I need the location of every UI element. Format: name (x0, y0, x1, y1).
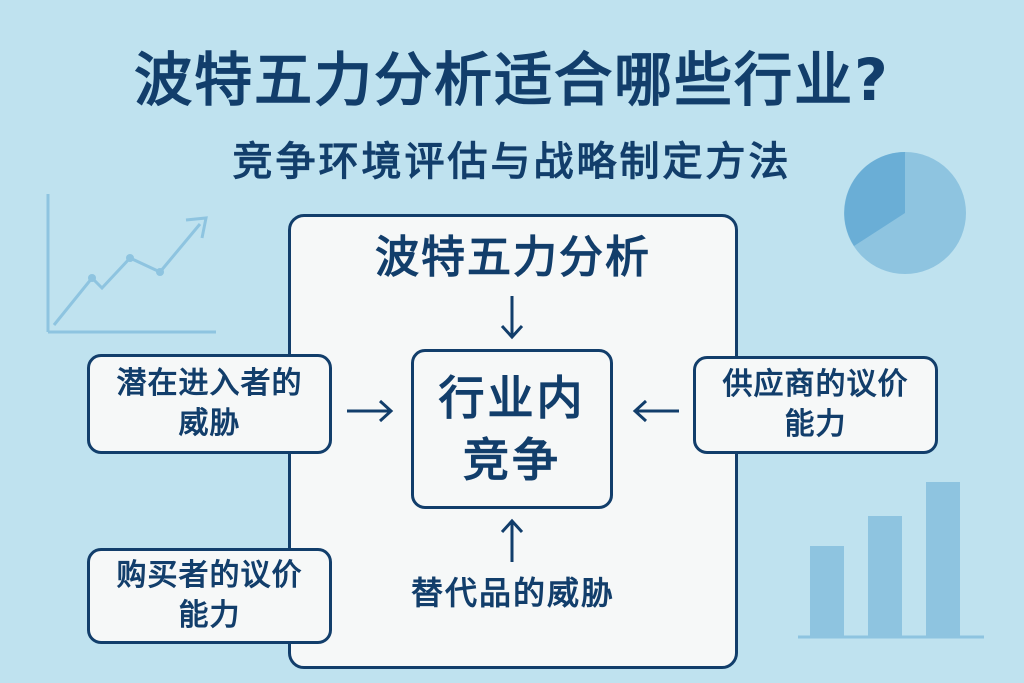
buyer-power-line-1: 购买者的议价 (116, 557, 303, 593)
page-title: 波特五力分析适合哪些行业? (134, 46, 890, 114)
supplier-power-line-2: 能力 (784, 407, 847, 442)
supplier-power-line-1: 供应商的议价 (722, 366, 909, 402)
arrow-down-icon (500, 296, 524, 340)
substitutes-label: 替代品的威胁 (410, 574, 615, 612)
pie-chart-icon (844, 152, 966, 274)
new-entrants-line-2: 威胁 (178, 406, 241, 441)
arrow-left-icon (632, 399, 679, 423)
industry-rivalry-line-1: 行业内 (438, 370, 586, 425)
new-entrants-line-1: 潜在进入者的 (116, 365, 303, 401)
page-subtitle: 竞争环境评估与战略制定方法 (232, 139, 792, 185)
industry-rivalry-line-2: 竞争 (463, 433, 561, 487)
line-chart-icon (46, 194, 216, 334)
industry-rivalry-box: 行业内 竞争 (411, 349, 613, 509)
buyer-power-box: 购买者的议价 能力 (87, 548, 332, 644)
arrow-up-icon (500, 518, 524, 562)
bar-chart-icon (798, 482, 984, 639)
arrow-right-icon (347, 399, 394, 423)
supplier-power-box: 供应商的议价 能力 (693, 356, 938, 454)
buyer-power-line-2: 能力 (178, 598, 241, 633)
new-entrants-box: 潜在进入者的 威胁 (87, 354, 332, 454)
panel-title: 波特五力分析 (375, 232, 651, 283)
